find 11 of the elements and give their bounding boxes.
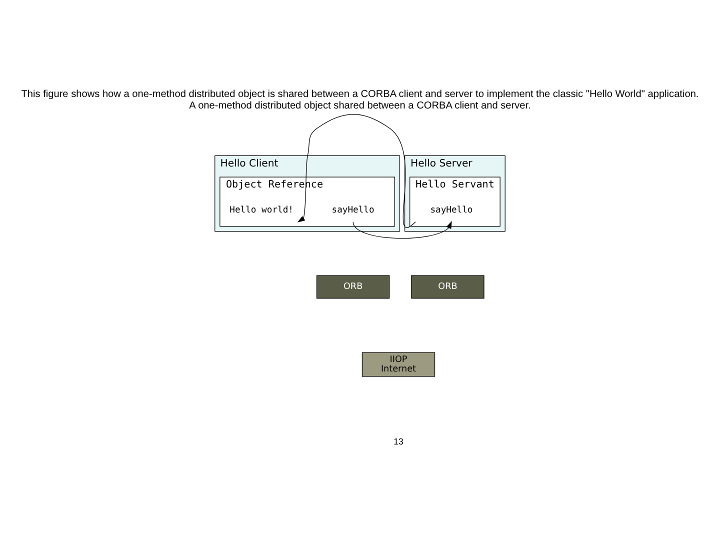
- node-box: ORB: [316, 275, 390, 299]
- caption: A one-method distributed object shared between a CORBA client and server.: [189, 100, 531, 112]
- label: 13: [394, 436, 404, 446]
- arrow: [297, 114, 416, 228]
- node-text: sayHello: [332, 205, 374, 216]
- arrow: [352, 221, 452, 239]
- node-box: IIOP Internet: [362, 352, 436, 377]
- node-text: sayHello: [430, 205, 473, 216]
- node-text: Hello world!: [230, 205, 294, 216]
- node-box: ORB: [411, 275, 484, 299]
- diagram-title: This figure shows how a one-method distributed object is shared between a CORBA client and server to implement the classic "Hello World" application.: [21, 89, 699, 100]
